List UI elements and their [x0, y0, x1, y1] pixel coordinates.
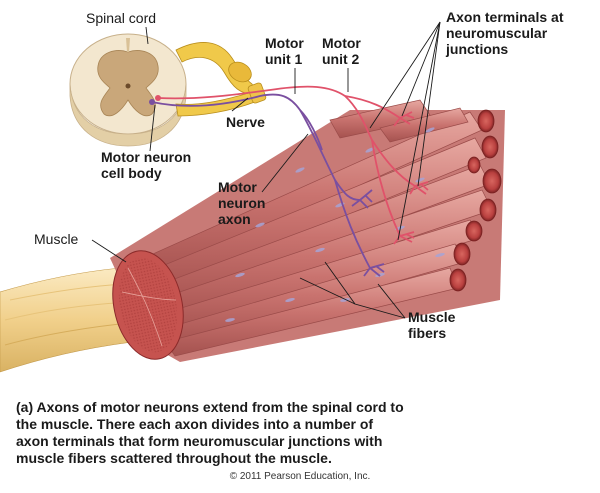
- motor-unit-2-axon: [157, 85, 429, 245]
- motor-unit-1-axon: [151, 93, 385, 277]
- label-motor-neuron-cell-body-line1: Motor neuron: [101, 149, 191, 165]
- label-axon-terminals-line2: neuromuscular: [446, 25, 548, 41]
- nerve: [175, 42, 267, 117]
- spinal-cord: [69, 33, 187, 147]
- label-motor-unit-2-line2: unit 2: [322, 51, 360, 67]
- motor-unit-diagram: Spinal cord Motor unit 1 Motor unit 2 Ax…: [0, 9, 564, 373]
- label-motor-neuron-cell-body-line2: cell body: [101, 165, 162, 181]
- copyright-notice: © 2011 Pearson Education, Inc.: [229, 471, 371, 482]
- leader-lines: [91, 21, 441, 319]
- label-muscle-fibers-line2: fibers: [408, 325, 446, 341]
- label-muscle-fibers-line1: Muscle: [408, 309, 456, 325]
- label-motor-neuron-axon-line3: axon: [218, 211, 251, 227]
- fiber-cut-ends: [449, 109, 502, 292]
- label-nerve: Nerve: [226, 114, 265, 130]
- muscle-body: [110, 99, 505, 362]
- label-axon-terminals-line3: junctions: [445, 41, 508, 57]
- muscle-cross-section: [112, 250, 184, 360]
- label-muscle: Muscle: [34, 231, 79, 247]
- label-motor-neuron-axon-line1: Motor: [218, 179, 257, 195]
- label-axon-terminals-line1: Axon terminals at: [446, 9, 564, 25]
- label-motor-unit-1-line2: unit 1: [265, 51, 303, 67]
- label-spinal-cord: Spinal cord: [86, 10, 156, 26]
- label-motor-neuron-axon-line2: neuron: [218, 195, 265, 211]
- label-motor-unit-1-line1: Motor: [265, 35, 304, 51]
- label-motor-unit-2-line1: Motor: [322, 35, 361, 51]
- figure-caption: (a) Axons of motor neurons extend from t…: [16, 399, 404, 466]
